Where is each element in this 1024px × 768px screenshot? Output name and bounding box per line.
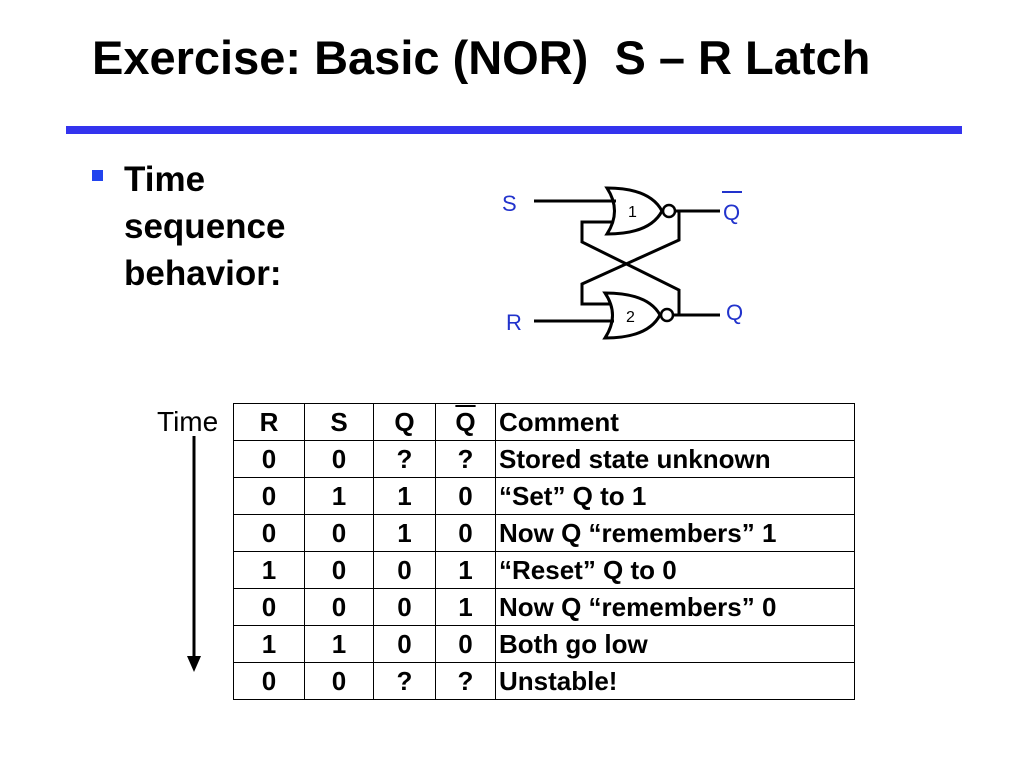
output-q-label: Q xyxy=(726,300,743,325)
table-header-row: R S Q Q Comment xyxy=(233,403,855,441)
cell-q-bar: ? xyxy=(435,440,496,478)
sr-latch-diagram: 1 2 S R Q Q xyxy=(502,186,743,340)
cell-s: 0 xyxy=(304,588,374,626)
cell-comment: Stored state unknown xyxy=(495,440,855,478)
nor-gate-1 xyxy=(604,186,664,236)
nor-gate-2 xyxy=(602,291,662,340)
wire-qbar-cross xyxy=(580,211,681,306)
slide-title: Exercise: Basic (NOR) S – R Latch xyxy=(92,31,871,84)
cell-q: 0 xyxy=(373,551,436,589)
cell-r: 1 xyxy=(233,625,305,663)
header-comment: Comment xyxy=(495,403,855,441)
cell-comment: Both go low xyxy=(495,625,855,663)
gate-2-bubble xyxy=(659,307,675,323)
bullet-square-icon xyxy=(92,170,103,181)
bullet-text: Time sequence behavior: xyxy=(124,156,364,297)
cell-r: 0 xyxy=(233,514,305,552)
time-arrow-icon xyxy=(187,436,201,672)
cell-comment: “Reset” Q to 0 xyxy=(495,551,855,589)
bullet-line: Time xyxy=(124,160,206,199)
header-q: Q xyxy=(373,403,436,441)
cell-r: 0 xyxy=(233,588,305,626)
gate-1-label: 1 xyxy=(628,204,637,221)
gate-2-label: 2 xyxy=(626,309,635,326)
cell-s: 0 xyxy=(304,514,374,552)
cell-q: ? xyxy=(373,662,436,700)
cell-q: 1 xyxy=(373,514,436,552)
cell-q-bar: 0 xyxy=(435,477,496,515)
cell-q-bar: ? xyxy=(435,662,496,700)
cell-r: 1 xyxy=(233,551,305,589)
cell-s: 0 xyxy=(304,662,374,700)
cell-s: 1 xyxy=(304,625,374,663)
cell-q: ? xyxy=(373,440,436,478)
cell-q-bar: 1 xyxy=(435,551,496,589)
cell-q: 1 xyxy=(373,477,436,515)
input-s-label: S xyxy=(502,191,517,216)
cell-s: 1 xyxy=(304,477,374,515)
header-r: R xyxy=(233,403,305,441)
gate-1-bubble xyxy=(661,203,677,219)
cell-q-bar: 0 xyxy=(435,625,496,663)
cell-r: 0 xyxy=(233,477,305,515)
header-s: S xyxy=(304,403,374,441)
cell-s: 0 xyxy=(304,440,374,478)
output-qbar-label: Q xyxy=(723,200,740,225)
cell-comment: Now Q “remembers” 0 xyxy=(495,588,855,626)
cell-q: 0 xyxy=(373,625,436,663)
bullet-line: behavior: xyxy=(124,254,282,293)
cell-comment: Unstable! xyxy=(495,662,855,700)
cell-r: 0 xyxy=(233,440,305,478)
cell-q-bar: 1 xyxy=(435,588,496,626)
cell-q: 0 xyxy=(373,588,436,626)
input-r-label: R xyxy=(506,310,522,335)
time-axis-label: Time xyxy=(157,406,219,437)
cell-s: 0 xyxy=(304,551,374,589)
cell-q-bar: 0 xyxy=(435,514,496,552)
header-q-bar: Q xyxy=(435,403,496,441)
bullet-line: sequence xyxy=(124,207,286,246)
cell-comment: “Set” Q to 1 xyxy=(495,477,855,515)
cell-comment: Now Q “remembers” 1 xyxy=(495,514,855,552)
wire-q-cross xyxy=(580,220,681,315)
cell-r: 0 xyxy=(233,662,305,700)
title-divider xyxy=(66,126,962,134)
